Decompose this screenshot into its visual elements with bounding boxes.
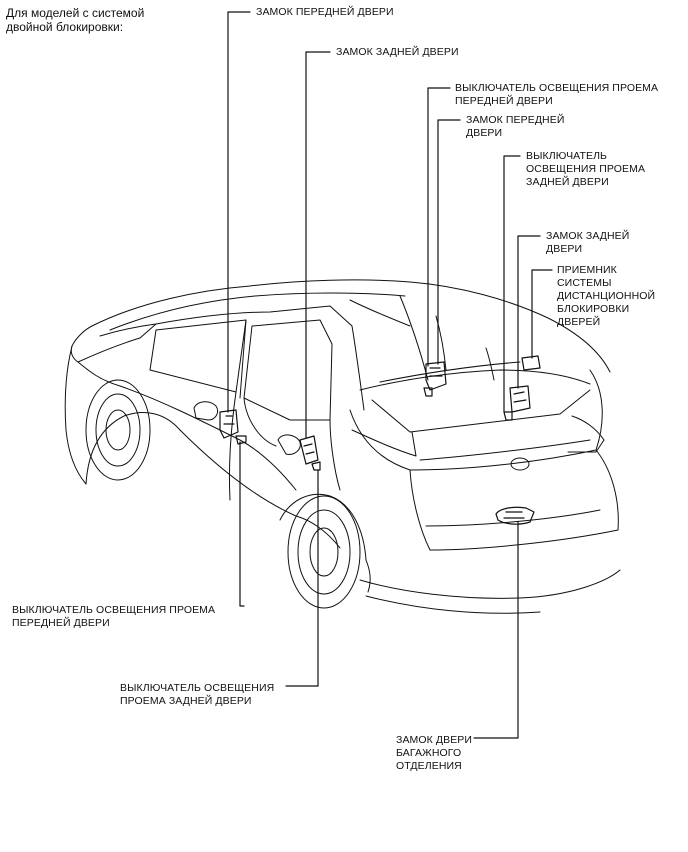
car-body xyxy=(64,279,621,614)
leader-lines xyxy=(227,11,553,739)
label-front-courtesy-switch-left: ВЫКЛЮЧАТЕЛЬ ОСВЕЩЕНИЯ ПРОЕМА ПЕРЕДНЕЙ ДВ… xyxy=(12,604,215,630)
label-text: ОСВЕЩЕНИЯ ПРОЕМА xyxy=(526,163,646,175)
label-text: БАГАЖНОГО xyxy=(396,747,462,759)
label-text: ВЫКЛЮЧАТЕЛЬ ОСВЕЩЕНИЯ ПРОЕМА xyxy=(455,82,659,94)
label-text: ДВЕРЕЙ xyxy=(557,316,601,328)
label-text: СИСТЕМЫ xyxy=(557,277,612,289)
front-door-lock-right-part xyxy=(425,361,447,391)
diagram-caption: Для моделей с системой двойной блокировк… xyxy=(6,6,144,34)
front-courtesy-switch-left-part xyxy=(235,435,247,445)
rear-door-lock-right-part xyxy=(509,385,531,413)
label-text: БЛОКИРОВКИ xyxy=(557,303,630,315)
label-rear-courtesy-switch-right: ВЫКЛЮЧАТЕЛЬ ОСВЕЩЕНИЯ ПРОЕМА ЗАДНЕЙ ДВЕР… xyxy=(526,150,645,189)
label-text: ОТДЕЛЕНИЯ xyxy=(396,760,462,772)
label-front-courtesy-switch-right: ВЫКЛЮЧАТЕЛЬ ОСВЕЩЕНИЯ ПРОЕМА ПЕРЕДНЕЙ ДВ… xyxy=(455,82,658,108)
caption-line-1: Для моделей с системой xyxy=(6,6,145,20)
label-text: ЗАМОК ПЕРЕДНЕЙ ДВЕРИ xyxy=(256,6,394,18)
label-text: ЗАМОК ПЕРЕДНЕЙ xyxy=(466,114,565,126)
label-text: ПРИЕМНИК xyxy=(557,264,617,276)
label-front-door-lock-right: ЗАМОК ПЕРЕДНЕЙ ДВЕРИ xyxy=(466,114,565,140)
label-text: ВЫКЛЮЧАТЕЛЬ ОСВЕЩЕНИЯ xyxy=(120,682,275,694)
front-courtesy-switch-right-part xyxy=(423,387,433,397)
label-text: ДВЕРИ xyxy=(466,127,503,139)
label-text: ДИСТАНЦИОННОЙ xyxy=(557,290,656,302)
label-text: ДВЕРИ xyxy=(546,243,583,255)
label-text: ВЫКЛЮЧАТЕЛЬ ОСВЕЩЕНИЯ ПРОЕМА xyxy=(12,604,216,616)
rear-door-lock-left-part xyxy=(299,435,319,465)
label-rear-door-lock-right: ЗАМОК ЗАДНЕЙ ДВЕРИ xyxy=(546,230,629,256)
label-rear-courtesy-switch-left: ВЫКЛЮЧАТЕЛЬ ОСВЕЩЕНИЯ ПРОЕМА ЗАДНЕЙ ДВЕР… xyxy=(120,682,274,708)
caption-line-2: двойной блокировки: xyxy=(6,20,124,34)
label-text: ПРОЕМА ЗАДНЕЙ ДВЕРИ xyxy=(120,695,252,707)
trunk-lock-part xyxy=(495,506,535,525)
rear-courtesy-switch-right-part xyxy=(503,411,513,421)
receiver-part xyxy=(521,355,541,371)
label-text: ЗАМОК ЗАДНЕЙ ДВЕРИ xyxy=(336,46,459,58)
label-text: ВЫКЛЮЧАТЕЛЬ xyxy=(526,150,608,162)
components xyxy=(219,355,541,525)
label-front-door-lock-left: ЗАМОК ПЕРЕДНЕЙ ДВЕРИ xyxy=(256,6,394,19)
label-trunk-lock: ЗАМОК ДВЕРИ БАГАЖНОГО ОТДЕЛЕНИЯ xyxy=(396,734,472,773)
rear-courtesy-switch-left-part xyxy=(311,461,321,471)
label-rear-door-lock-left: ЗАМОК ЗАДНЕЙ ДВЕРИ xyxy=(336,46,459,59)
label-text: ЗАМОК ДВЕРИ xyxy=(396,734,473,746)
label-door-control-receiver: ПРИЕМНИК СИСТЕМЫ ДИСТАНЦИОННОЙ БЛОКИРОВК… xyxy=(557,264,655,329)
label-text: ПЕРЕДНЕЙ ДВЕРИ xyxy=(455,95,553,107)
label-text: ПЕРЕДНЕЙ ДВЕРИ xyxy=(12,617,110,629)
label-text: ЗАМОК ЗАДНЕЙ xyxy=(546,230,630,242)
label-text: ЗАДНЕЙ ДВЕРИ xyxy=(526,176,609,188)
front-door-lock-left-part xyxy=(219,409,239,439)
